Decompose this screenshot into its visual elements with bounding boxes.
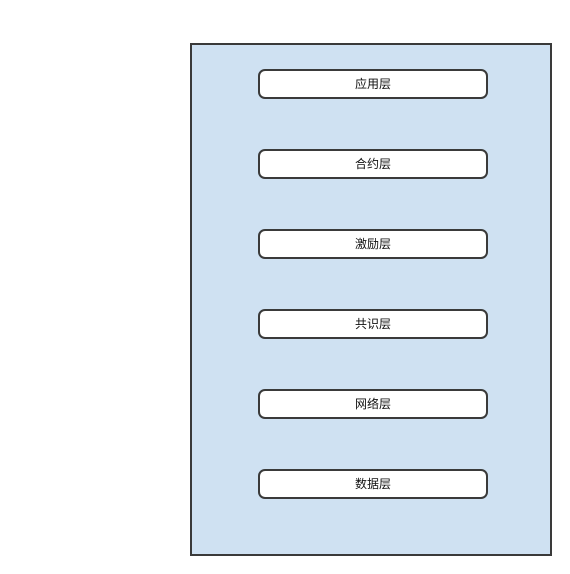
layer-contract: 合约层 bbox=[258, 149, 488, 179]
layer-network: 网络层 bbox=[258, 389, 488, 419]
layer-consensus-label: 共识层 bbox=[354, 317, 391, 331]
layer-consensus: 共识层 bbox=[258, 309, 488, 339]
layer-incentive-label: 激励层 bbox=[354, 237, 391, 251]
layer-application: 应用层 bbox=[258, 69, 488, 99]
layer-network-label: 网络层 bbox=[354, 397, 391, 411]
layer-contract-label: 合约层 bbox=[354, 157, 391, 171]
layer-data-label: 数据层 bbox=[354, 477, 391, 491]
layer-incentive: 激励层 bbox=[258, 229, 488, 259]
layer-data: 数据层 bbox=[258, 469, 488, 499]
layer-application-label: 应用层 bbox=[354, 77, 391, 91]
